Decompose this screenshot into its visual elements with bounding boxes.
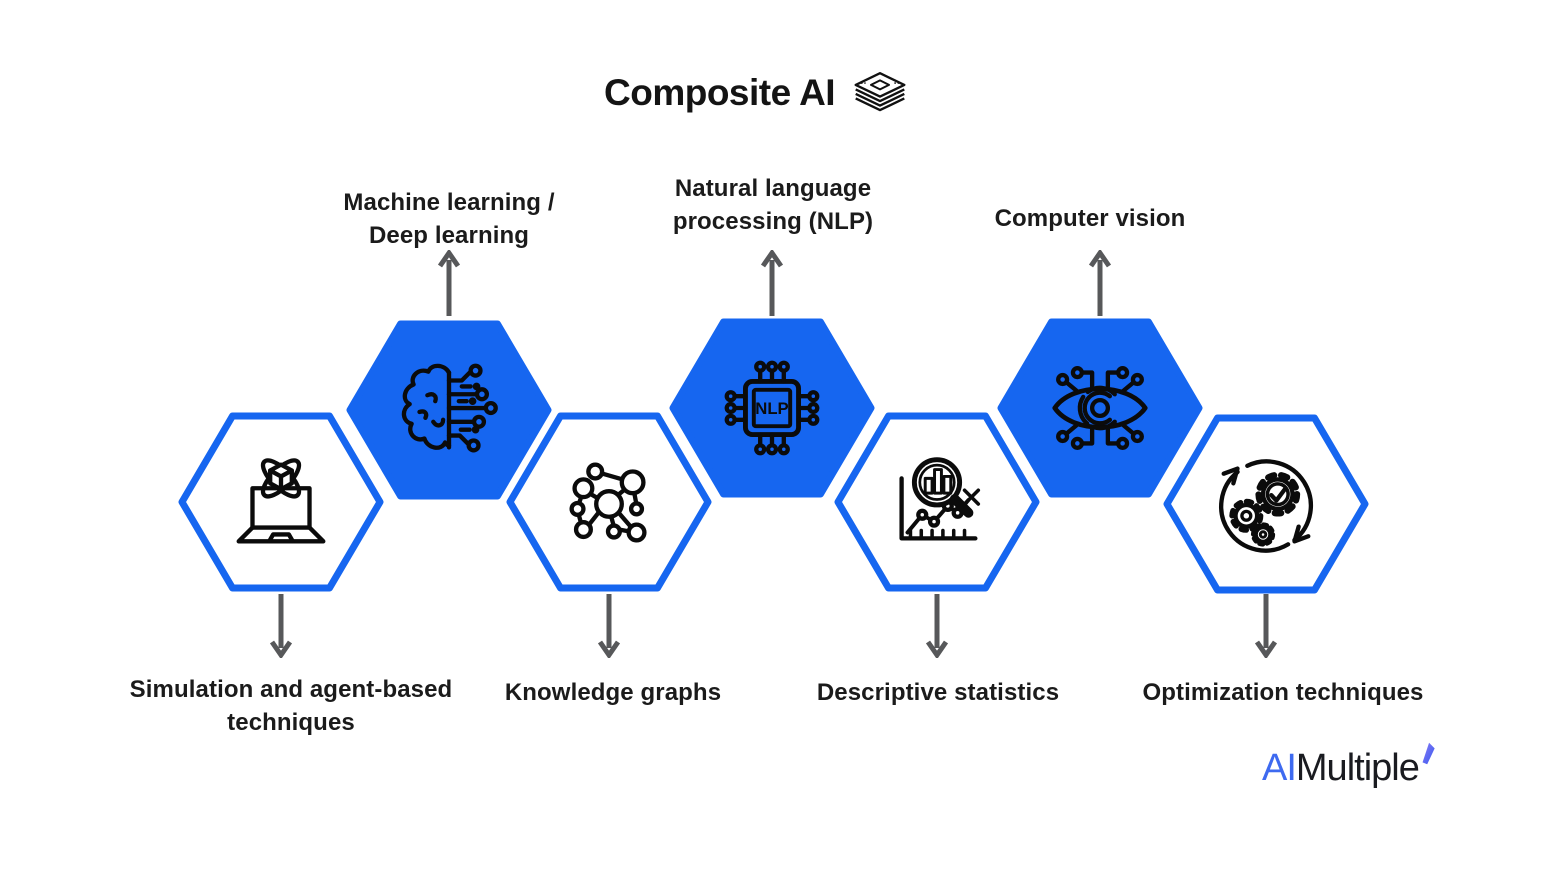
up-arrow-machine-learning	[437, 250, 461, 316]
nlp-chip-icon: NLP	[724, 360, 820, 456]
label-nlp: Natural language processing (NLP)	[672, 175, 874, 236]
layers-stack-icon	[854, 72, 906, 112]
page-title: Composite AI	[604, 72, 836, 113]
down-arrow-optimization	[1254, 594, 1278, 658]
hexagon-knowledge-graphs	[506, 412, 712, 592]
label-simulation: Simulation and agent-based techniques	[129, 676, 453, 737]
label-knowledge-graphs: Knowledge graphs	[504, 679, 722, 706]
label-machine-learning: Machine learning / Deep learning	[343, 189, 555, 250]
label-optimization: Optimization techniques	[1142, 679, 1424, 706]
hexagon-nlp: NLP	[669, 318, 875, 498]
logo-ai-text: AI	[1262, 747, 1297, 789]
bolt-icon	[1422, 742, 1435, 765]
laptop-simulation-icon	[236, 458, 326, 544]
vision-eye-circuit-icon	[1052, 366, 1148, 450]
hexagon-simulation	[178, 412, 384, 592]
down-arrow-simulation	[269, 594, 293, 658]
down-arrow-knowledge-graphs	[597, 594, 621, 658]
hexagon-descriptive-statistics	[834, 412, 1040, 592]
hexagon-solid-shape	[669, 318, 875, 498]
hexagon-solid-shape	[997, 318, 1203, 498]
label-descriptive-statistics: Descriptive statistics	[816, 679, 1060, 706]
hexagon-machine-learning	[346, 320, 552, 500]
knowledge-graph-icon	[569, 462, 647, 543]
hexagon-computer-vision	[997, 318, 1203, 498]
hexagon-outline-shape	[178, 412, 384, 592]
diagram-header: Composite AI	[604, 70, 907, 116]
down-arrow-descriptive-statistics	[925, 594, 949, 658]
brain-circuit-icon	[401, 363, 498, 453]
statistics-magnifier-icon	[899, 457, 981, 541]
hexagon-optimization	[1163, 414, 1369, 594]
gears-cycle-icon	[1219, 459, 1313, 553]
label-computer-vision: Computer vision	[994, 205, 1186, 232]
logo-multiple-text: Multiple	[1295, 747, 1420, 789]
up-arrow-nlp	[760, 250, 784, 316]
up-arrow-computer-vision	[1088, 250, 1112, 316]
nlp-chip-label: NLP	[755, 399, 788, 418]
